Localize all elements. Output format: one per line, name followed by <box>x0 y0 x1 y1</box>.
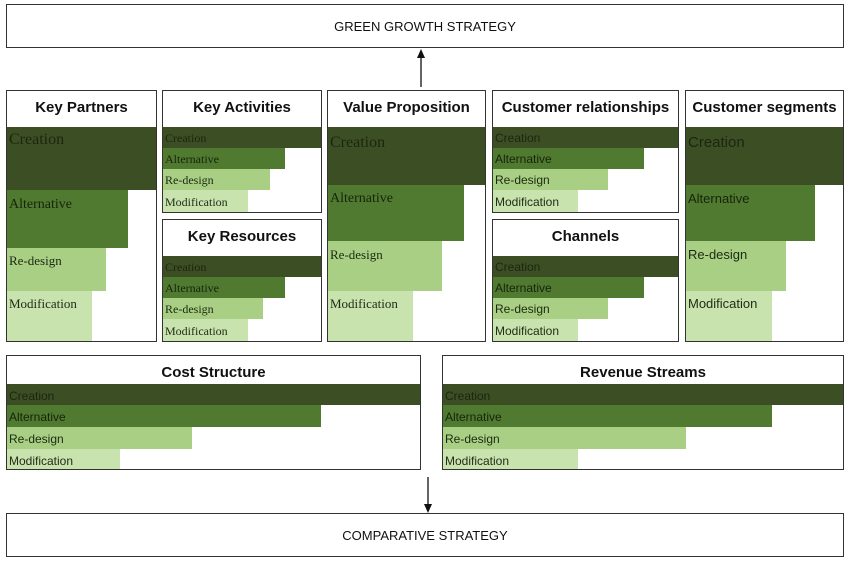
channels-title: Channels <box>551 228 620 245</box>
cost-structure-block: Cost Structure Creation Alternative Re-d… <box>6 355 421 470</box>
arrow-down-icon <box>424 477 432 513</box>
revenue-streams-title: Revenue Streams <box>580 364 706 381</box>
green-growth-strategy-box: GREEN GROWTH STRATEGY <box>6 4 844 48</box>
revenue-streams-redesign-bar: Re-design <box>443 427 686 449</box>
key-activities-creation-bar: Creation <box>163 127 321 148</box>
customer-relationships-redesign-bar: Re-design <box>493 169 608 190</box>
customer-segments-alternative-bar: Alternative <box>686 185 815 241</box>
customer-segments-redesign-bar: Re-design <box>686 241 786 291</box>
revenue-streams-block: Revenue Streams Creation Alternative Re-… <box>442 355 844 470</box>
value-proposition-block: Value Proposition Creation Alternative R… <box>327 90 486 342</box>
customer-segments-block: Customer segments Creation Alternative R… <box>685 90 844 342</box>
customer-relationships-modification-bar: Modification <box>493 190 578 212</box>
key-resources-title: Key Resources <box>187 228 297 245</box>
key-partners-modification-bar: Modification <box>7 291 92 341</box>
key-activities-redesign-bar: Re-design <box>163 169 270 190</box>
key-resources-creation-bar: Creation <box>163 256 321 277</box>
key-activities-alternative-bar: Alternative <box>163 148 285 169</box>
key-partners-block: Key Partners Creation Alternative Re-des… <box>6 90 157 342</box>
comparative-strategy-label: COMPARATIVE STRATEGY <box>342 527 508 543</box>
customer-segments-modification-bar: Modification <box>686 291 772 341</box>
value-proposition-modification-bar: Modification <box>328 291 413 341</box>
comparative-strategy-box: COMPARATIVE STRATEGY <box>6 513 844 557</box>
cost-structure-redesign-bar: Re-design <box>7 427 192 449</box>
value-proposition-alternative-bar: Alternative <box>328 185 464 241</box>
cost-structure-title: Cost Structure <box>161 364 266 381</box>
revenue-streams-creation-bar: Creation <box>443 384 843 405</box>
revenue-streams-alternative-bar: Alternative <box>443 405 772 427</box>
customer-segments-title: Customer segments <box>692 99 837 116</box>
customer-relationships-alternative-bar: Alternative <box>493 148 644 169</box>
customer-relationships-creation-bar: Creation <box>493 127 678 148</box>
key-resources-alternative-bar: Alternative <box>163 277 285 298</box>
value-proposition-redesign-bar: Re-design <box>328 241 442 291</box>
customer-relationships-block: Customer relationships Creation Alternat… <box>492 90 679 213</box>
channels-alternative-bar: Alternative <box>493 277 644 298</box>
cost-structure-creation-bar: Creation <box>7 384 420 405</box>
revenue-streams-modification-bar: Modification <box>443 449 578 469</box>
cost-structure-modification-bar: Modification <box>7 449 120 469</box>
customer-segments-creation-bar: Creation <box>686 127 843 185</box>
channels-modification-bar: Modification <box>493 319 578 341</box>
key-activities-title: Key Activities <box>193 99 291 116</box>
key-resources-modification-bar: Modification <box>163 319 248 341</box>
key-partners-alternative-bar: Alternative <box>7 190 128 248</box>
value-proposition-creation-bar: Creation <box>328 127 485 185</box>
key-resources-block: Key Resources Creation Alternative Re-de… <box>162 219 322 342</box>
customer-relationships-title: Customer relationships <box>501 99 670 116</box>
key-activities-modification-bar: Modification <box>163 190 248 212</box>
key-partners-redesign-bar: Re-design <box>7 248 106 291</box>
channels-redesign-bar: Re-design <box>493 298 608 319</box>
key-partners-creation-bar: Creation <box>7 127 156 190</box>
channels-block: Channels Creation Alternative Re-design … <box>492 219 679 342</box>
arrow-up-icon <box>417 49 425 87</box>
key-activities-block: Key Activities Creation Alternative Re-d… <box>162 90 322 213</box>
green-growth-strategy-label: GREEN GROWTH STRATEGY <box>334 18 516 34</box>
value-proposition-title: Value Proposition <box>343 99 470 116</box>
key-resources-redesign-bar: Re-design <box>163 298 263 319</box>
channels-creation-bar: Creation <box>493 256 678 277</box>
key-partners-title: Key Partners <box>35 99 128 116</box>
cost-structure-alternative-bar: Alternative <box>7 405 321 427</box>
